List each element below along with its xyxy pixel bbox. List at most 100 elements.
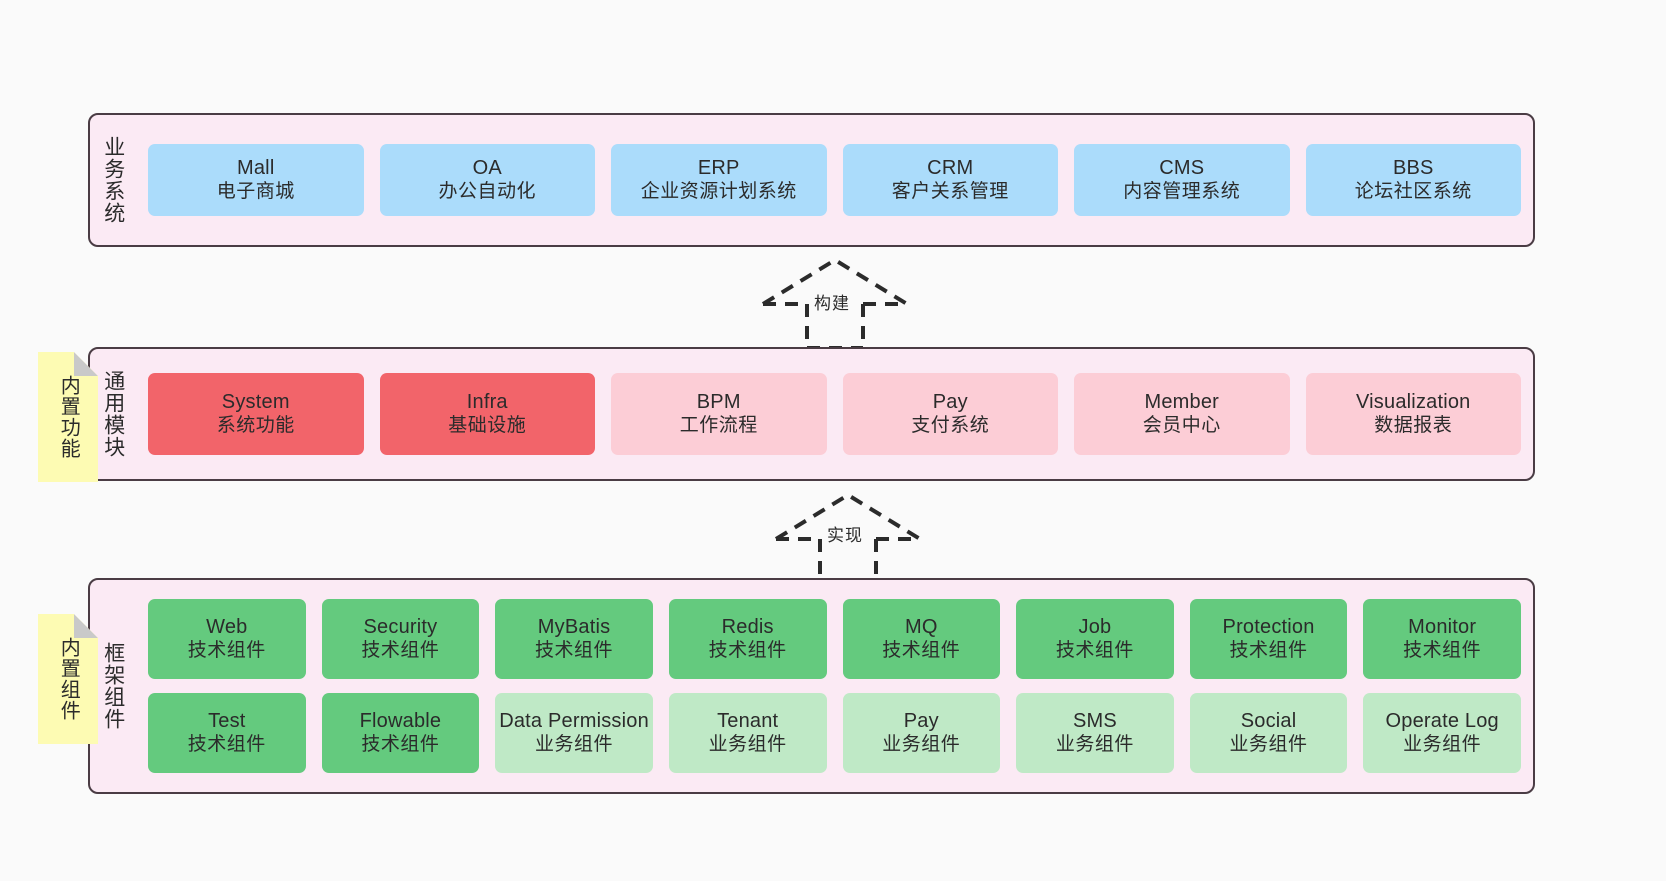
- card-cms[interactable]: CMS 内容管理系统: [1074, 144, 1290, 216]
- card-oa[interactable]: OA 办公自动化: [379, 144, 595, 216]
- card-title: MyBatis: [537, 616, 611, 639]
- card-subtitle: 业务组件: [535, 733, 614, 755]
- card-test[interactable]: Test 技术组件: [148, 693, 306, 773]
- card-subtitle: 技术组件: [361, 639, 440, 661]
- card-redis[interactable]: Redis 技术组件: [668, 599, 827, 679]
- sticky-note-builtin-functions: 内置功能: [38, 352, 98, 482]
- card-data-permission[interactable]: Data Permission 业务组件: [495, 693, 653, 773]
- card-title: Security: [363, 616, 438, 639]
- card-mq[interactable]: MQ 技术组件: [842, 599, 1001, 679]
- card-subtitle: 技术组件: [1229, 639, 1308, 661]
- card-erp[interactable]: ERP 企业资源计划系统: [611, 144, 827, 216]
- card-infra[interactable]: Infra 基础设施: [379, 373, 595, 455]
- card-mybatis[interactable]: MyBatis 技术组件: [495, 599, 653, 679]
- card-title: Protection: [1222, 616, 1315, 639]
- card-subtitle: 内容管理系统: [1123, 180, 1241, 202]
- card-title: MQ: [905, 616, 938, 639]
- card-subtitle: 论坛社区系统: [1354, 180, 1472, 202]
- card-social[interactable]: Social 业务组件: [1189, 693, 1348, 773]
- card-subtitle: 业务组件: [882, 733, 961, 755]
- card-subtitle: 技术组件: [361, 733, 440, 755]
- card-visualization[interactable]: Visualization 数据报表: [1305, 373, 1521, 455]
- card-title: Operate Log: [1385, 710, 1499, 733]
- layer-title-common-modules: 通用模块: [101, 370, 125, 458]
- card-subtitle: 会员中心: [1142, 414, 1221, 436]
- layer-business-systems: 业务系统 Mall 电子商城 OA 办公自动化 ERP 企业资源计划系统 CRM…: [88, 113, 1535, 247]
- card-title: Visualization: [1355, 391, 1471, 414]
- layer-body-framework-components: Web 技术组件 Security 技术组件 MyBatis 技术组件 Redi…: [136, 580, 1533, 792]
- card-subtitle: 业务组件: [708, 733, 787, 755]
- layer-title-framework-components: 框架组件: [101, 642, 125, 730]
- card-title: OA: [472, 157, 502, 180]
- card-tenant[interactable]: Tenant 业务组件: [668, 693, 827, 773]
- layer-common-modules: 通用模块 System 系统功能 Infra 基础设施 BPM 工作流程 Pay…: [88, 347, 1535, 481]
- card-member[interactable]: Member 会员中心: [1074, 373, 1290, 455]
- card-subtitle: 技术组件: [1403, 639, 1482, 661]
- card-title: Member: [1144, 391, 1220, 414]
- card-title: CRM: [927, 157, 974, 180]
- sticky-note-label: 内置组件: [57, 637, 80, 721]
- layer-framework-components: 框架组件 Web 技术组件 Security 技术组件 MyBatis 技术组件…: [88, 578, 1535, 794]
- card-subtitle: 办公自动化: [438, 180, 536, 202]
- card-title: Test: [208, 710, 246, 733]
- card-subtitle: 企业资源计划系统: [640, 180, 797, 202]
- card-pay[interactable]: Pay 支付系统: [842, 373, 1058, 455]
- card-mall[interactable]: Mall 电子商城: [148, 144, 364, 216]
- card-system[interactable]: System 系统功能: [148, 373, 364, 455]
- card-title: Monitor: [1408, 616, 1477, 639]
- connector-implement-label: 实现: [827, 526, 863, 545]
- card-title: Pay: [932, 391, 968, 414]
- card-crm[interactable]: CRM 客户关系管理: [842, 144, 1058, 216]
- card-title: Redis: [721, 616, 774, 639]
- card-row: Mall 电子商城 OA 办公自动化 ERP 企业资源计划系统 CRM 客户关系…: [148, 144, 1521, 216]
- card-subtitle: 技术组件: [535, 639, 614, 661]
- card-subtitle: 支付系统: [911, 414, 990, 436]
- card-sms[interactable]: SMS 业务组件: [1016, 693, 1174, 773]
- card-title: Web: [206, 616, 248, 639]
- card-subtitle: 业务组件: [1055, 733, 1134, 755]
- card-row: Test 技术组件 Flowable 技术组件 Data Permission …: [148, 693, 1521, 773]
- layer-body-business-systems: Mall 电子商城 OA 办公自动化 ERP 企业资源计划系统 CRM 客户关系…: [136, 115, 1533, 245]
- card-security[interactable]: Security 技术组件: [321, 599, 480, 679]
- card-subtitle: 客户关系管理: [891, 180, 1009, 202]
- card-title: Pay: [903, 710, 939, 733]
- card-title: System: [221, 391, 290, 414]
- card-subtitle: 数据报表: [1374, 414, 1453, 436]
- card-subtitle: 业务组件: [1403, 733, 1482, 755]
- card-subtitle: 业务组件: [1229, 733, 1308, 755]
- card-title: Social: [1240, 710, 1297, 733]
- card-subtitle: 电子商城: [216, 180, 295, 202]
- card-title: Tenant: [717, 710, 779, 733]
- card-row: System 系统功能 Infra 基础设施 BPM 工作流程 Pay 支付系统…: [148, 373, 1521, 455]
- card-subtitle: 技术组件: [708, 639, 787, 661]
- layer-body-common-modules: System 系统功能 Infra 基础设施 BPM 工作流程 Pay 支付系统…: [136, 349, 1533, 479]
- card-row: Web 技术组件 Security 技术组件 MyBatis 技术组件 Redi…: [148, 599, 1521, 679]
- card-subtitle: 系统功能: [216, 414, 295, 436]
- card-bbs[interactable]: BBS 论坛社区系统: [1305, 144, 1521, 216]
- card-title: ERP: [697, 157, 740, 180]
- card-monitor[interactable]: Monitor 技术组件: [1363, 599, 1521, 679]
- card-bpm[interactable]: BPM 工作流程: [611, 373, 827, 455]
- sticky-note-label: 内置功能: [57, 375, 80, 459]
- card-operate-log[interactable]: Operate Log 业务组件: [1363, 693, 1521, 773]
- card-flowable[interactable]: Flowable 技术组件: [321, 693, 480, 773]
- connector-build-label: 构建: [814, 294, 850, 313]
- card-subtitle: 技术组件: [882, 639, 961, 661]
- card-title: Mall: [237, 157, 275, 180]
- card-title: BPM: [696, 391, 741, 414]
- card-title: Job: [1078, 616, 1112, 639]
- card-subtitle: 基础设施: [448, 414, 527, 436]
- card-web[interactable]: Web 技术组件: [148, 599, 306, 679]
- card-job[interactable]: Job 技术组件: [1016, 599, 1174, 679]
- card-title: Flowable: [359, 710, 442, 733]
- card-title: CMS: [1159, 157, 1205, 180]
- card-subtitle: 技术组件: [187, 639, 266, 661]
- sticky-note-builtin-components: 内置组件: [38, 614, 98, 744]
- card-protection[interactable]: Protection 技术组件: [1189, 599, 1348, 679]
- card-subtitle: 技术组件: [187, 733, 266, 755]
- card-subtitle: 技术组件: [1055, 639, 1134, 661]
- card-title: Data Permission: [499, 710, 649, 733]
- card-pay-component[interactable]: Pay 业务组件: [842, 693, 1001, 773]
- card-title: SMS: [1072, 710, 1117, 733]
